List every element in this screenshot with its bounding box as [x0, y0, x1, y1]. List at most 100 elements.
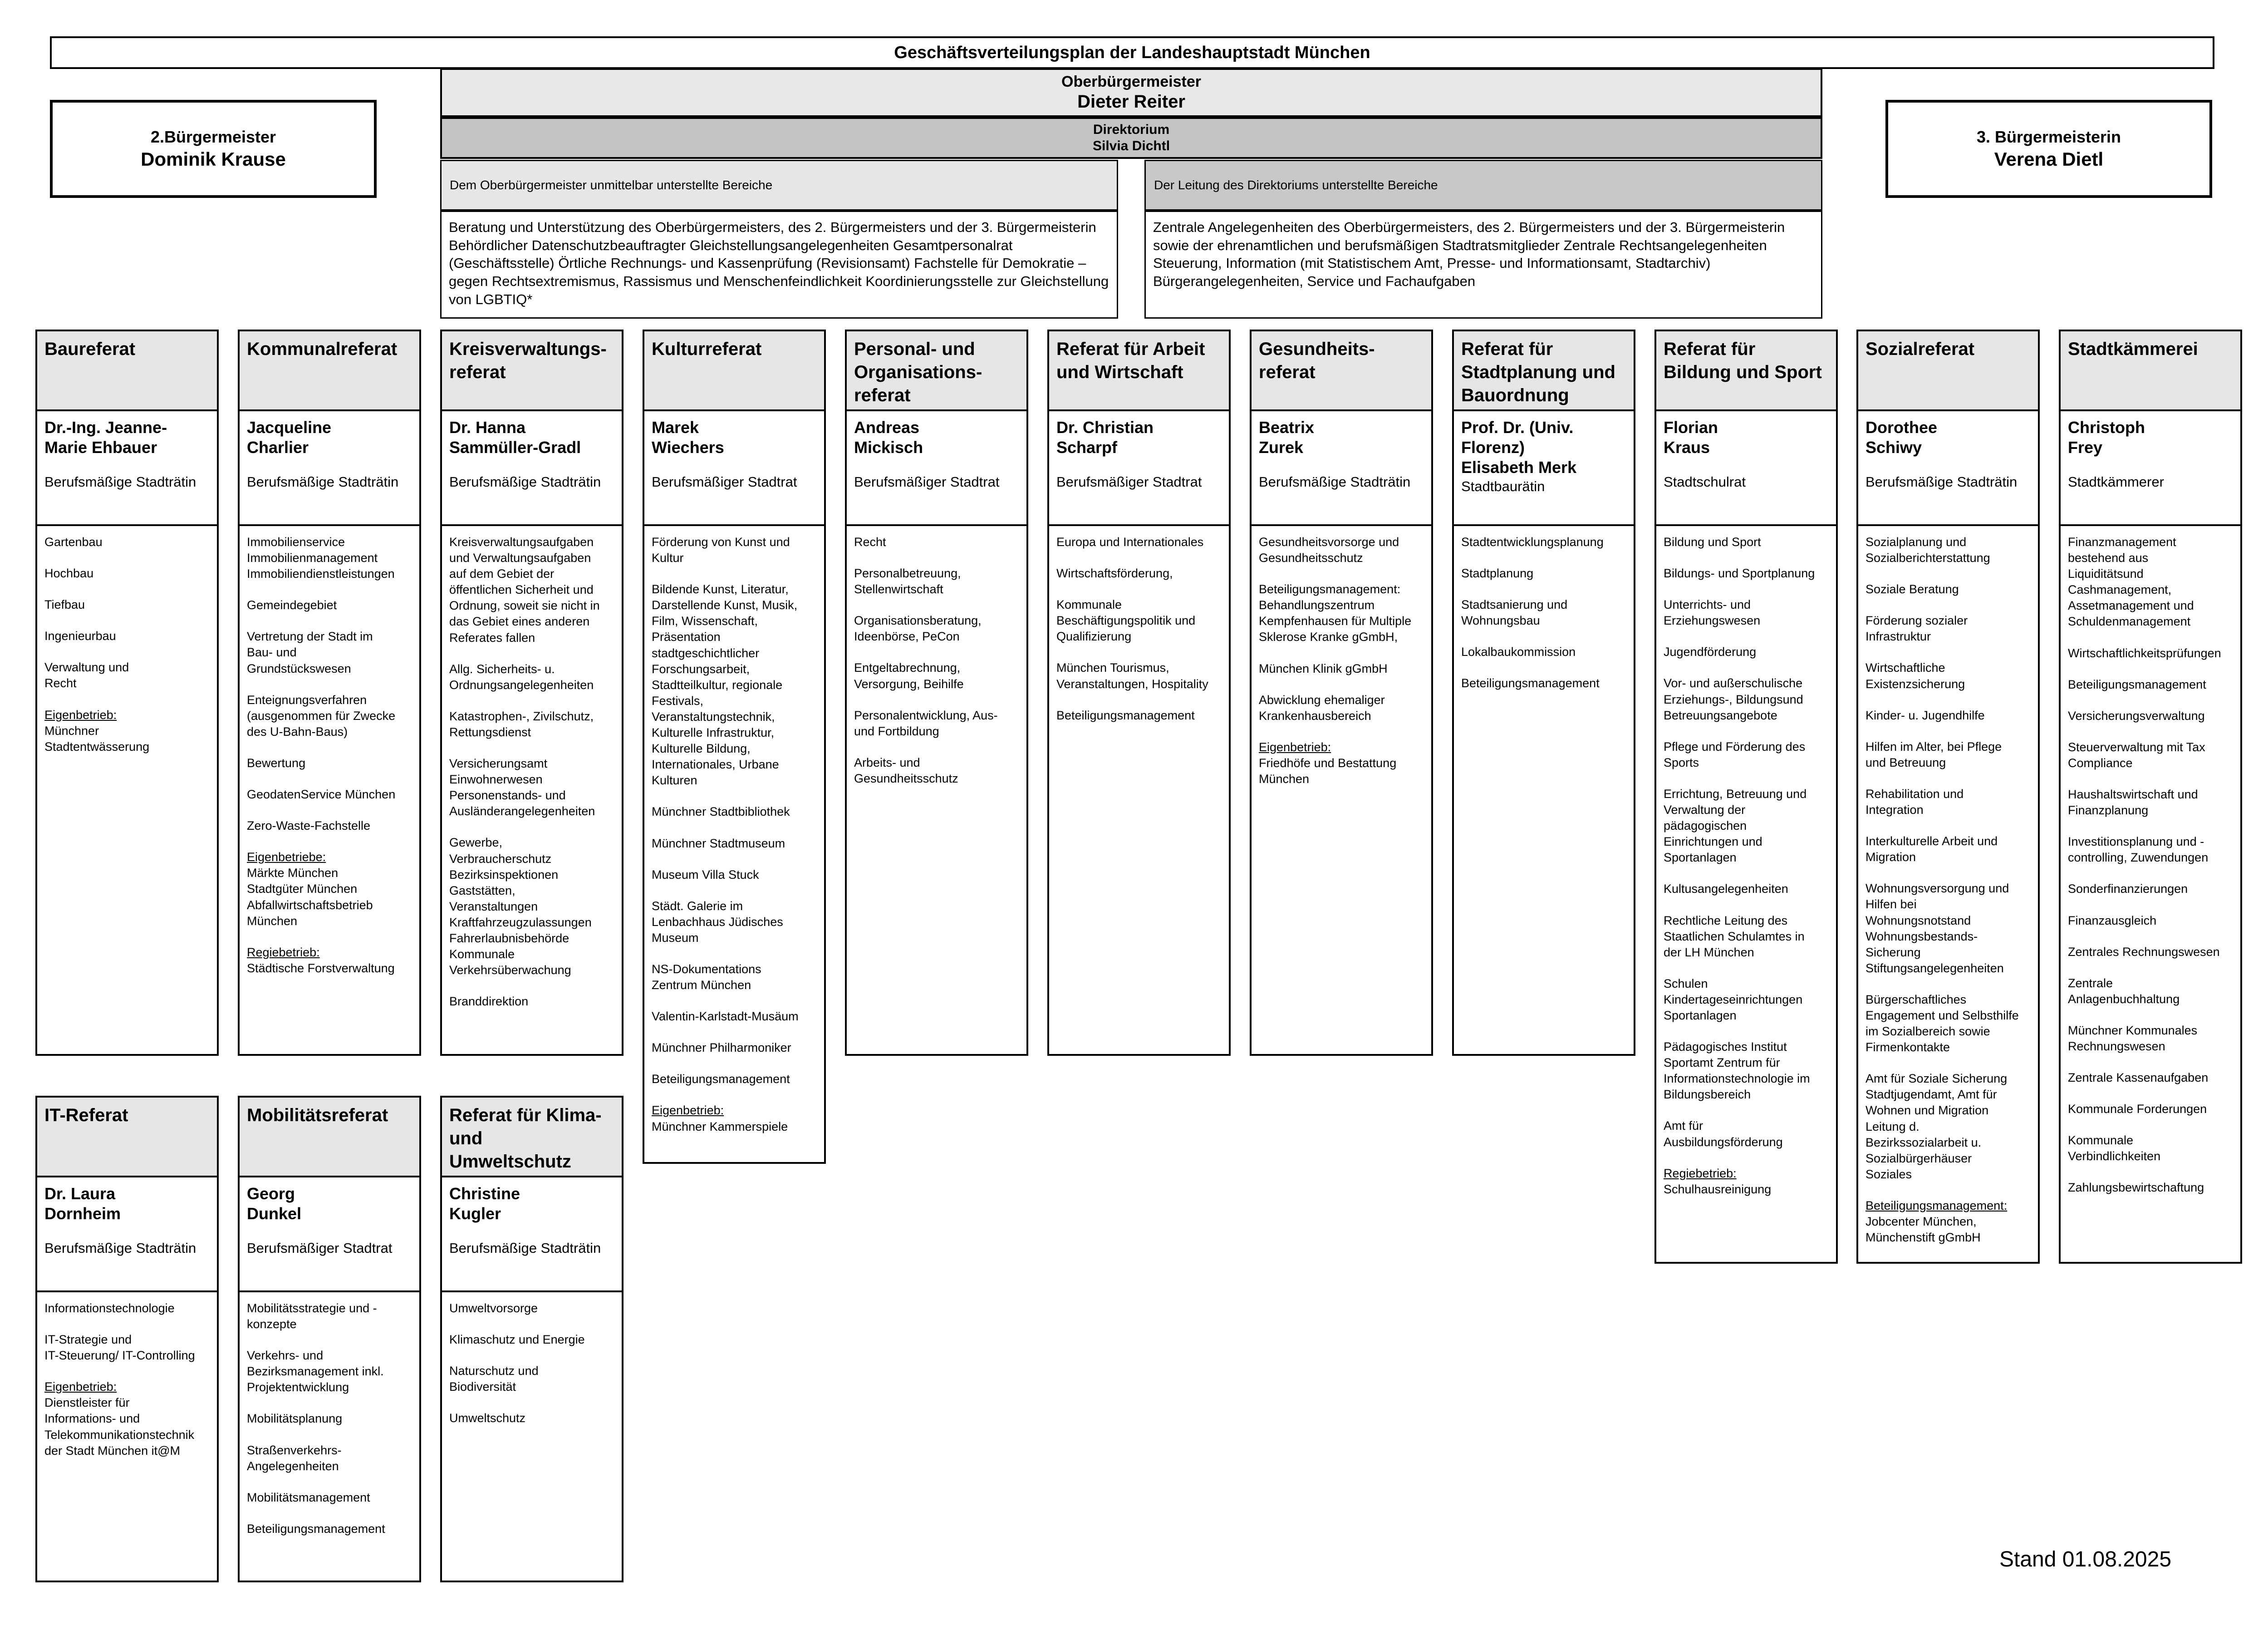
mayor2-box: 2.Bürgermeister Dominik Krause [50, 100, 377, 198]
duty-item: Bildungs- und Sportplanung [1664, 566, 1815, 581]
mayor2-role: 2.Bürgermeister [150, 128, 276, 146]
duty-item: Informationstechnologie [44, 1301, 175, 1315]
extra-label: Eigenbetrieb: [1259, 740, 1331, 754]
referent-name: Christine Kugler [449, 1184, 520, 1223]
ob-areas-heading: Dem Oberbürgermeister unmittelbar unters… [440, 160, 1118, 211]
referat-duties: Immobilienservice Immobilienmanagement I… [240, 526, 419, 1000]
duty-item: Museum Villa Stuck [652, 867, 759, 881]
duty-item: Münchner Stadtbibliothek [652, 805, 790, 819]
referat-head: Prof. Dr. (Univ. Florenz) Elisabeth Merk… [1454, 411, 1634, 526]
referent-name: Prof. Dr. (Univ. Florenz) Elisabeth Merk [1461, 418, 1577, 477]
duty-item: Kommunale Beschäftigungspolitik und Qual… [1056, 598, 1196, 644]
duty-item: Kinder- u. Jugendhilfe [1865, 708, 1985, 722]
duty-item: Branddirektion [449, 995, 529, 1009]
extra-text: Märkte München Stadtgüter München Abfall… [247, 866, 373, 928]
ob-areas-text: Beratung und Unterstützung des Oberbürge… [440, 211, 1118, 319]
referat-title: IT-Referat [37, 1098, 217, 1177]
duty-item: Hilfen im Alter, bei Pflege und Betreuun… [1865, 739, 2002, 769]
duty-item: Steuerverwaltung mit Tax Compliance [2068, 740, 2205, 770]
duty-item: Münchner Philharmoniker [652, 1041, 791, 1055]
mayor3-name: Verena Dietl [1994, 148, 2104, 170]
referent-name: Marek Wiechers [652, 418, 724, 457]
referat-title: Baureferat [37, 331, 217, 411]
duty-item: Gartenbau [44, 535, 103, 549]
referent-role: Berufsmäßige Stadträtin [1865, 473, 2018, 490]
duty-item: Vertretung der Stadt im Bau- und Grundst… [247, 630, 373, 675]
stand-date: Stand 01.08.2025 [1999, 1547, 2172, 1571]
duty-item: Gesundheitsvorsorge und Gesundheitsschut… [1259, 535, 1399, 565]
duty-item: Investitionsplanung und - controlling, Z… [2068, 835, 2209, 865]
referent-role: Stadtschulrat [1664, 473, 1746, 490]
referent-role: Berufsmäßiger Stadtrat [854, 473, 1000, 490]
referent-name: Beatrix Zurek [1259, 418, 1315, 457]
duty-item: Stadtplanung [1461, 566, 1534, 581]
extra-label: Beteiligungsmanagement: [1865, 1198, 2008, 1212]
duty-item: Jugendförderung [1664, 645, 1757, 659]
duty-item: Stadtentwicklungsplanung [1461, 535, 1604, 549]
referent-name: Dorothee Schiwy [1865, 418, 1938, 457]
duty-item: Versicherungsverwaltung [2068, 709, 2205, 723]
referat-duties: Sozialplanung und Sozialberichterstattun… [1858, 526, 2038, 1269]
duty-item: Sonderfinanzierungen [2068, 882, 2188, 896]
duty-item: Versicherungsamt Einwohnerwesen Personen… [449, 757, 595, 818]
duty-item: Zentrale Anlagenbuchhaltung [2068, 976, 2180, 1006]
duty-item: Entgeltabrechnung, Versorgung, Beihilfe [854, 661, 964, 691]
duty-item: Klimaschutz und Energie [449, 1333, 585, 1347]
referat-title: Referat für Stadtplanung und Bauordnung [1454, 331, 1634, 411]
referent-name: Dr.-Ing. Jeanne- Marie Ehbauer [44, 418, 167, 457]
extra-text: Friedhöfe und Bestattung München [1259, 756, 1397, 786]
referent-role: Stadtkämmerer [2068, 473, 2164, 490]
referat-duties: Kreisverwaltungsaufgaben und Verwaltungs… [442, 526, 622, 1033]
duty-item: Beteiligungsmanagement [1056, 708, 1195, 722]
duty-item: Wirtschaftlichkeitsprüfungen [2068, 646, 2221, 660]
duty-item: Amt für Soziale Sicherung Stadtjugendamt… [1865, 1072, 2008, 1181]
duty-item: Wirtschaftsförderung, [1056, 566, 1173, 581]
duty-item: Münchner Kommunales Rechnungswesen [2068, 1023, 2198, 1053]
referent-name: Jacqueline Charlier [247, 418, 332, 457]
referent-role: Stadtbaurätin [1461, 478, 1545, 494]
extra-text: Dienstleister für Informations- und Tele… [44, 1396, 195, 1458]
duty-item: Beteiligungsmanagement [1461, 676, 1600, 690]
duty-item: Straßenverkehrs- Angelegenheiten [247, 1443, 342, 1473]
duty-item: Enteignungsverfahren (ausgenommen für Zw… [247, 693, 396, 739]
referent-role: Berufsmäßige Stadträtin [44, 473, 196, 490]
referat-title: Referat für Bildung und Sport [1656, 331, 1836, 411]
duty-item: Abwicklung ehemaliger Krankenhausbereich [1259, 693, 1385, 723]
duty-item: Schulen Kindertageseinrichtungen Sportan… [1664, 976, 1803, 1022]
duty-item: Gemeindegebiet [247, 598, 337, 612]
duty-item: Valentin-Karlstadt-Musäum [652, 1010, 799, 1024]
duty-item: Umweltvorsorge [449, 1301, 538, 1315]
duty-item: Rechtliche Leitung des Staatlichen Schul… [1664, 913, 1805, 959]
duty-item: Kommunale Verbindlichkeiten [2068, 1133, 2161, 1163]
duty-item: Wirtschaftliche Existenzsicherung [1865, 661, 1965, 691]
duty-item: Verkehrs- und Bezirksmanagement inkl. Pr… [247, 1349, 384, 1394]
duty-item: GeodatenService München [247, 788, 396, 802]
extra-label: Eigenbetrieb: [652, 1103, 724, 1118]
ob-role: Oberbürgermeister [1061, 73, 1201, 90]
duty-item: Zentrale Kassenaufgaben [2068, 1071, 2209, 1085]
mayor2-name: Dominik Krause [141, 148, 286, 170]
duty-item: Wohnungsversorgung und Hilfen bei Wohnun… [1865, 881, 2009, 975]
duty-item: Förderung sozialer Infrastruktur [1865, 614, 1968, 644]
duty-item: Personalentwicklung, Aus- und Fortbildun… [854, 708, 998, 738]
referat-duties: Finanzmanagement bestehend aus Liquiditä… [2061, 526, 2240, 1220]
duty-item: Rehabilitation und Integration [1865, 787, 1964, 817]
duty-item: Soziale Beratung [1865, 582, 1959, 596]
referat-title: Stadtkämmerei [2061, 331, 2240, 411]
duty-item: Städt. Galerie im Lenbachhaus Jüdisches … [652, 899, 783, 945]
duty-item: Mobilitätsmanagement [247, 1490, 370, 1504]
